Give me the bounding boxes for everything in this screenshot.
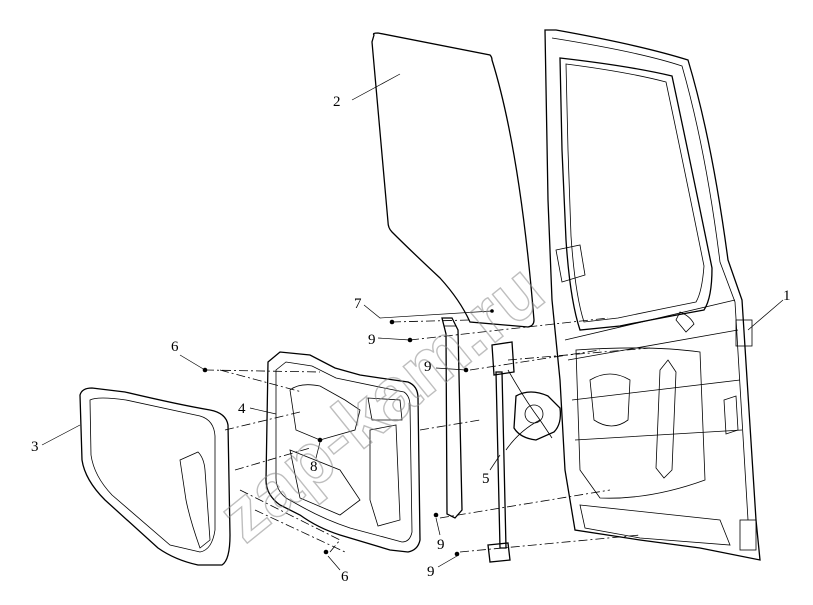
window-regulator-part [487,341,562,563]
door-frame-part [544,29,761,561]
callout-6-bottom: 6 [341,569,349,585]
callout-9-upper-left: 9 [368,332,376,348]
callout-1: 1 [783,288,791,304]
callout-4: 4 [238,401,246,417]
leader-lines [41,73,784,571]
glass-channel-part [441,317,463,519]
callout-8: 8 [310,459,318,475]
water-shield-part [79,387,231,566]
callout-2: 2 [333,94,341,110]
callout-9-lower-mid: 9 [437,537,445,553]
callout-6-top: 6 [171,339,179,355]
callout-7: 7 [354,296,362,312]
callout-9-upper-right: 9 [424,359,432,375]
door-glass-part [371,32,535,328]
callout-5: 5 [482,471,490,487]
inner-trim-panel-part [265,351,421,553]
callout-3: 3 [31,439,39,455]
callout-9-lower-right: 9 [427,564,435,580]
assembly-lines [204,317,651,553]
